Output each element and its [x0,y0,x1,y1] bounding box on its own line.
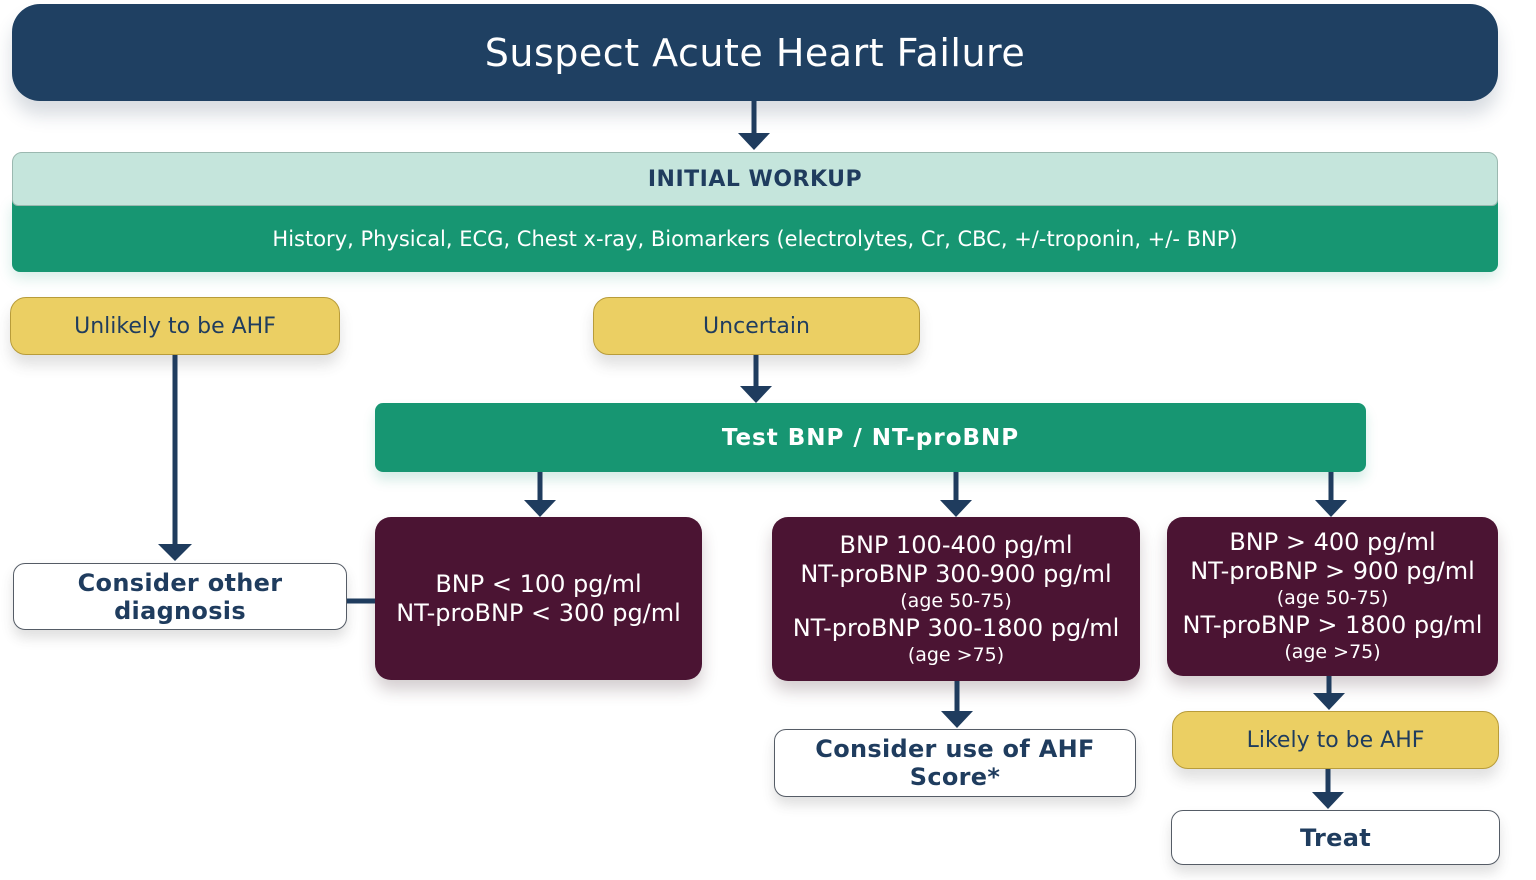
bnp-high-line1: BNP > 400 pg/ml [1229,528,1436,556]
arrow-uncertain-to-test [740,355,772,403]
bnp-low-node: BNP < 100 pg/ml NT-proBNP < 300 pg/ml [375,517,702,680]
consider-other-diagnosis-node: Consider other diagnosis [13,563,347,630]
test-bnp-node: Test BNP / NT-proBNP [375,403,1366,472]
bnp-low-line1: BNP < 100 pg/ml [435,569,642,598]
arrow-bnp-high-to-likely [1313,676,1345,710]
arrow-test-to-bnp-low [524,472,556,517]
arrow-test-to-bnp-mid [940,472,972,517]
bnp-mid-line4: NT-proBNP 300-1800 pg/ml [792,613,1120,642]
arrow-likely-to-treat [1312,769,1344,809]
initial-workup-heading-text: INITIAL WORKUP [647,166,863,192]
likely-ahf-node: Likely to be AHF [1172,711,1499,769]
test-bnp-text: Test BNP / NT-proBNP [721,424,1020,451]
treat-text: Treat [1299,823,1371,852]
ahf-score-text: Consider use of AHF Score* [815,735,1095,791]
arrow-title-to-workup [738,101,770,150]
uncertain-text: Uncertain [703,313,810,339]
initial-workup-details: History, Physical, ECG, Chest x-ray, Bio… [12,200,1498,272]
bnp-mid-node: BNP 100-400 pg/ml NT-proBNP 300-900 pg/m… [772,517,1140,681]
arrow-unlikely-to-other-diagnosis [158,355,192,561]
bnp-high-line2: NT-proBNP > 900 pg/ml [1190,557,1475,585]
arrow-bnp-mid-to-ahf-score [941,681,973,728]
bnp-mid-line1: BNP 100-400 pg/ml [839,530,1073,559]
uncertain-node: Uncertain [593,297,920,355]
unlikely-ahf-node: Unlikely to be AHF [10,297,340,355]
initial-workup-heading: INITIAL WORKUP [12,152,1498,206]
title-text: Suspect Acute Heart Failure [484,30,1026,75]
initial-workup-details-text: History, Physical, ECG, Chest x-ray, Bio… [272,227,1238,251]
bnp-high-line4: NT-proBNP > 1800 pg/ml [1182,611,1483,639]
likely-ahf-text: Likely to be AHF [1246,727,1425,753]
unlikely-ahf-text: Unlikely to be AHF [74,313,276,339]
bnp-low-line2: NT-proBNP < 300 pg/ml [396,598,681,627]
arrow-test-to-bnp-high [1315,472,1347,517]
bnp-mid-line5: (age >75) [907,643,1005,666]
bnp-high-line5: (age >75) [1284,641,1381,663]
consider-other-diagnosis-text: Consider other diagnosis [77,568,283,625]
bnp-mid-line3: (age 50-75) [900,589,1012,612]
ahf-score-node: Consider use of AHF Score* [774,729,1136,797]
bnp-high-line3: (age 50-75) [1276,587,1389,609]
treat-node: Treat [1171,810,1500,865]
bnp-high-node: BNP > 400 pg/ml NT-proBNP > 900 pg/ml (a… [1167,517,1498,676]
title-box: Suspect Acute Heart Failure [12,4,1498,101]
bnp-mid-line2: NT-proBNP 300-900 pg/ml [800,559,1112,588]
